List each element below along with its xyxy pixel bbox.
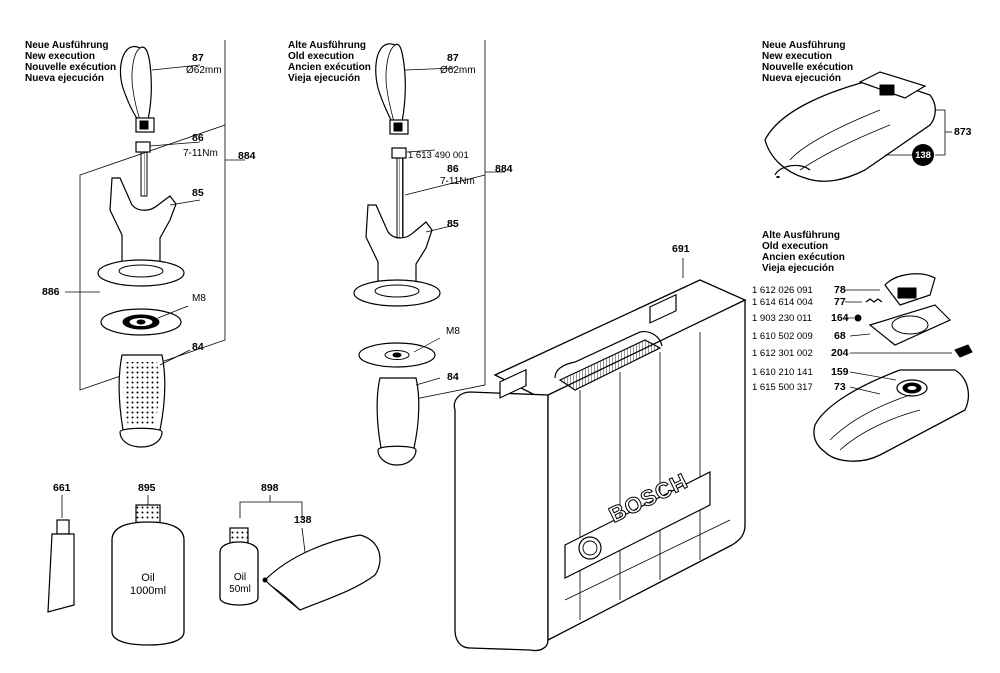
m8-spec: M8 <box>192 293 206 304</box>
m8-spec-old: M8 <box>446 326 460 337</box>
part-number: 1 610 502 009 <box>752 331 813 342</box>
part-ref: 159 <box>831 366 849 378</box>
left-handle-assembly <box>65 40 245 448</box>
oil-50ml-label: Oil 50ml <box>222 572 258 596</box>
exec-line: Ancien exécution <box>762 252 845 263</box>
part-85-old: 85 <box>447 218 459 230</box>
grease-tube-661 <box>47 495 75 613</box>
diameter-62: Ø62mm <box>186 65 222 76</box>
part-138: 138 <box>294 514 312 526</box>
part-ref: 78 <box>834 284 846 296</box>
part-87: 87 <box>192 52 204 64</box>
part-87-old: 87 <box>447 52 459 64</box>
part-ref: 73 <box>834 381 846 393</box>
part-number: 1 610 210 141 <box>752 367 813 378</box>
exec-line: Nouvelle exécution <box>25 62 117 73</box>
cover-new-execution <box>764 71 952 182</box>
part-138-badge: 138 <box>912 144 934 166</box>
bolt-part-number: 1 613 490 001 <box>408 150 469 161</box>
exec-line: New execution <box>762 51 833 62</box>
exec-line: Alte Ausführung <box>762 230 840 241</box>
strap-87-old <box>375 43 456 135</box>
left-leader-frame <box>79 40 226 391</box>
part-86-old: 86 <box>447 163 459 175</box>
exec-line: Old execution <box>762 241 829 252</box>
part-number: 1 612 026 091 <box>752 285 813 296</box>
exec-line: Neue Ausführung <box>762 40 846 51</box>
part-691: 691 <box>672 243 690 255</box>
carrying-case-691 <box>453 258 747 652</box>
washer-m8 <box>100 305 189 336</box>
part-84: 84 <box>192 341 204 353</box>
oil-bottle-895 <box>111 495 185 646</box>
exec-line: Vieja ejecución <box>762 263 835 274</box>
exec-line: New execution <box>25 51 96 62</box>
exec-line: Nueva ejecución <box>762 73 841 84</box>
exec-line: Nueva ejecución <box>25 73 104 84</box>
part-ref: 77 <box>834 296 846 308</box>
part-884: 884 <box>238 150 256 162</box>
part-873: 873 <box>954 126 972 138</box>
grip-84-old <box>376 377 441 466</box>
diameter-62-old: Ø62mm <box>440 65 476 76</box>
part-ref: 204 <box>831 347 849 359</box>
exec-line: Neue Ausführung <box>25 40 109 51</box>
torque-spec: 7-11Nm <box>183 148 218 159</box>
part-number: 1 615 500 317 <box>752 382 813 393</box>
middle-handle-assembly <box>353 40 505 466</box>
exec-line: Ancien exécution <box>288 62 371 73</box>
exec-line: Nouvelle exécution <box>762 62 854 73</box>
part-number: 1 612 301 002 <box>752 348 813 359</box>
grip-84 <box>118 349 191 448</box>
exec-line: Alte Ausführung <box>288 40 366 51</box>
part-661: 661 <box>53 482 71 494</box>
part-84-old: 84 <box>447 371 459 383</box>
strap-87 <box>119 45 201 133</box>
part-number: 1 614 614 004 <box>752 297 813 308</box>
oil-set-898 <box>219 495 381 611</box>
exec-line: Vieja ejecución <box>288 73 361 84</box>
exec-line: Old execution <box>288 51 355 62</box>
clamp-85-old <box>353 204 456 307</box>
part-ref: 164 <box>831 312 849 324</box>
bolt-86 <box>135 141 201 197</box>
cover-old-execution <box>813 273 973 462</box>
oil-label-line: 50ml <box>229 584 251 595</box>
torque-spec-old: 7-11Nm <box>440 176 475 187</box>
part-884-old: 884 <box>495 163 513 175</box>
oil-label-line: 1000ml <box>129 585 167 597</box>
washer-m8-old <box>358 337 441 368</box>
part-86: 86 <box>192 132 204 144</box>
clamp-85 <box>97 177 201 287</box>
oil-1000ml-label: Oil 1000ml <box>120 572 176 598</box>
oil-label-line: Oil <box>233 572 247 583</box>
part-895: 895 <box>138 482 156 494</box>
part-886: 886 <box>42 286 60 298</box>
part-number: 1 903 230 011 <box>752 313 813 324</box>
part-85: 85 <box>192 187 204 199</box>
part-ref: 68 <box>834 330 846 342</box>
part-898: 898 <box>261 482 279 494</box>
oil-label-line: Oil <box>141 572 155 584</box>
